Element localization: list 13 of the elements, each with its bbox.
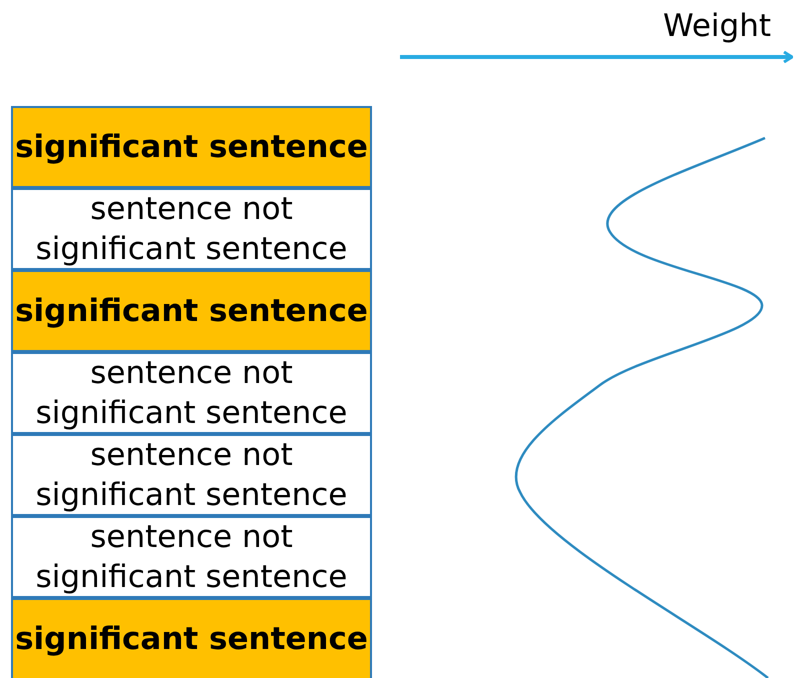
axis-label: Weight (663, 7, 772, 46)
sentence-text: sentence not significant sentence (34, 518, 348, 597)
sentence-text: significant sentence (15, 292, 368, 331)
sentence-box (11, 352, 372, 434)
sentence-text: significant sentence (15, 128, 368, 167)
sentence-box (11, 516, 372, 598)
sentence-box (11, 434, 372, 516)
sentence-text: sentence not significant sentence (34, 190, 348, 269)
highlighted-sentence-box (11, 106, 372, 188)
highlighted-sentence-box (11, 598, 372, 678)
highlighted-sentence-box (11, 270, 372, 352)
sentence-text: significant sentence (15, 620, 368, 659)
sentence-box (11, 188, 372, 270)
